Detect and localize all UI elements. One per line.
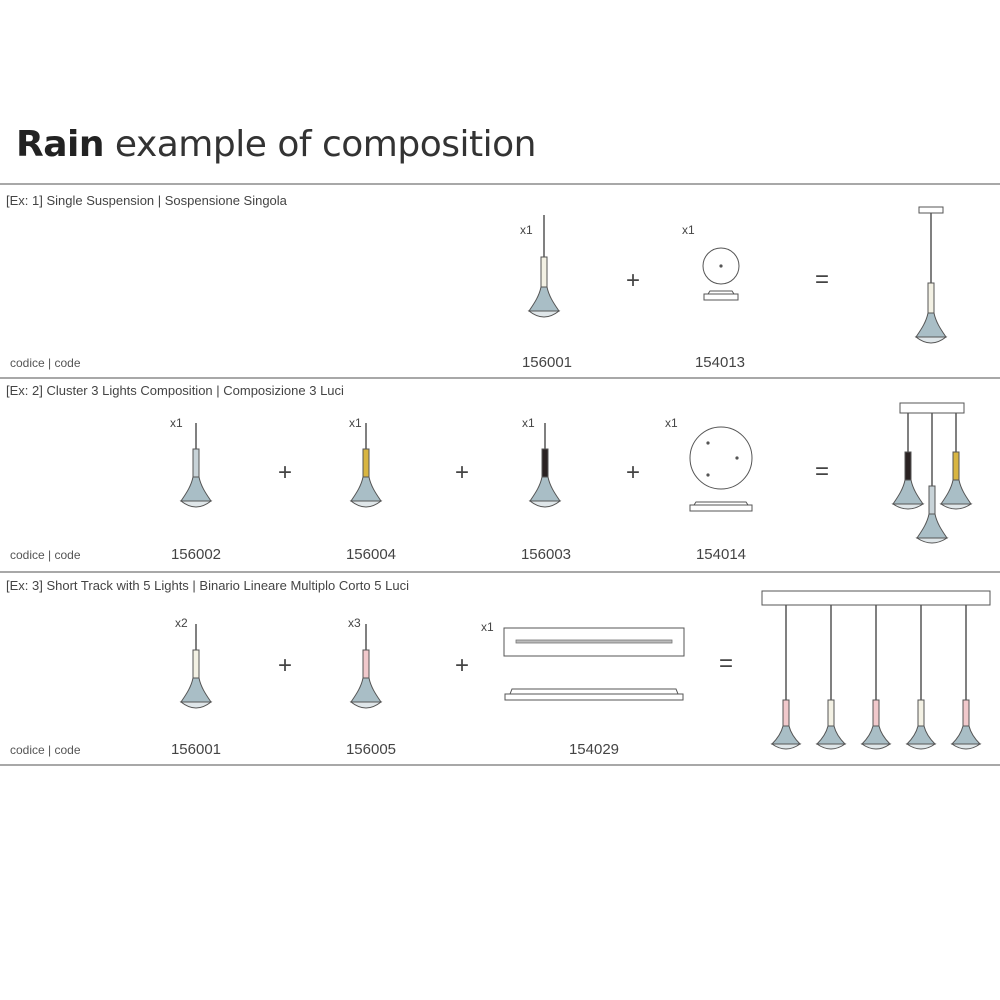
example-3-item-1-code: 156001 — [170, 741, 222, 758]
pendant-white-icon — [179, 624, 213, 709]
example-2-label: [Ex: 2] Cluster 3 Lights Composition | C… — [6, 383, 344, 398]
track-pendant-5 — [950, 605, 982, 750]
canopy-round-large-icon — [689, 426, 753, 512]
example-3-item-3-qty: x1 — [481, 620, 494, 634]
example-3-code-label: codice | code — [10, 743, 81, 757]
example-2-code-label: codice | code — [10, 548, 81, 562]
example-3-item-3-code: 154029 — [568, 741, 620, 758]
example-3-item-2-code: 156005 — [345, 741, 397, 758]
composition-short-track-5-lights-icon — [761, 590, 991, 750]
example-1-label: [Ex: 1] Single Suspension | Sospensione … — [6, 193, 287, 208]
plus-sign: + — [625, 459, 641, 486]
divider-ex2-ex3 — [0, 571, 1000, 573]
example-1-item-2-code: 154013 — [694, 354, 746, 371]
example-2-item-3-code: 156003 — [520, 546, 572, 563]
example-2-item-4-qty: x1 — [665, 416, 678, 430]
example-1-item-1-qty: x1 — [520, 223, 533, 237]
title-product-name: Rain — [16, 124, 104, 165]
pendant-grey-icon — [179, 423, 213, 508]
plus-sign: + — [277, 652, 293, 679]
example-2-item-2-code: 156004 — [345, 546, 397, 563]
example-3-item-2-qty: x3 — [348, 616, 361, 630]
equals-sign: = — [814, 458, 830, 485]
divider-top — [0, 183, 1000, 185]
pendant-black-icon — [528, 423, 562, 508]
composition-cluster-3-lights-icon — [891, 402, 973, 544]
example-2-item-4-code: 154014 — [695, 546, 747, 563]
track-pendant-4 — [905, 605, 937, 750]
track-short-icon — [503, 627, 685, 701]
canopy-round-small-icon — [702, 247, 740, 301]
divider-bottom — [0, 764, 1000, 766]
equals-sign: = — [814, 266, 830, 293]
example-2-item-1-code: 156002 — [170, 546, 222, 563]
title-rest: example of composition — [103, 124, 537, 165]
plus-sign: + — [277, 459, 293, 486]
track-pendant-1 — [770, 605, 802, 750]
pendant-white-icon — [527, 215, 561, 318]
example-1-item-2-qty: x1 — [682, 223, 695, 237]
pendant-gold-icon — [349, 423, 383, 508]
divider-ex1-ex2 — [0, 377, 1000, 379]
track-pendant-3 — [860, 605, 892, 750]
example-3-item-1-qty: x2 — [175, 616, 188, 630]
example-2-item-3-qty: x1 — [522, 416, 535, 430]
plus-sign: + — [454, 652, 470, 679]
plus-sign: + — [454, 459, 470, 486]
composition-single-suspension-icon — [914, 206, 948, 344]
example-2-item-1-qty: x1 — [170, 416, 183, 430]
equals-sign: = — [718, 650, 734, 677]
pendant-pink-icon — [349, 624, 383, 709]
example-1-code-label: codice | code — [10, 356, 81, 370]
track-pendant-2 — [815, 605, 847, 750]
example-3-label: [Ex: 3] Short Track with 5 Lights | Bina… — [6, 578, 409, 593]
example-1-item-1-code: 156001 — [521, 354, 573, 371]
example-2-item-2-qty: x1 — [349, 416, 362, 430]
plus-sign: + — [625, 267, 641, 294]
page-title: Rain example of composition — [16, 124, 536, 165]
